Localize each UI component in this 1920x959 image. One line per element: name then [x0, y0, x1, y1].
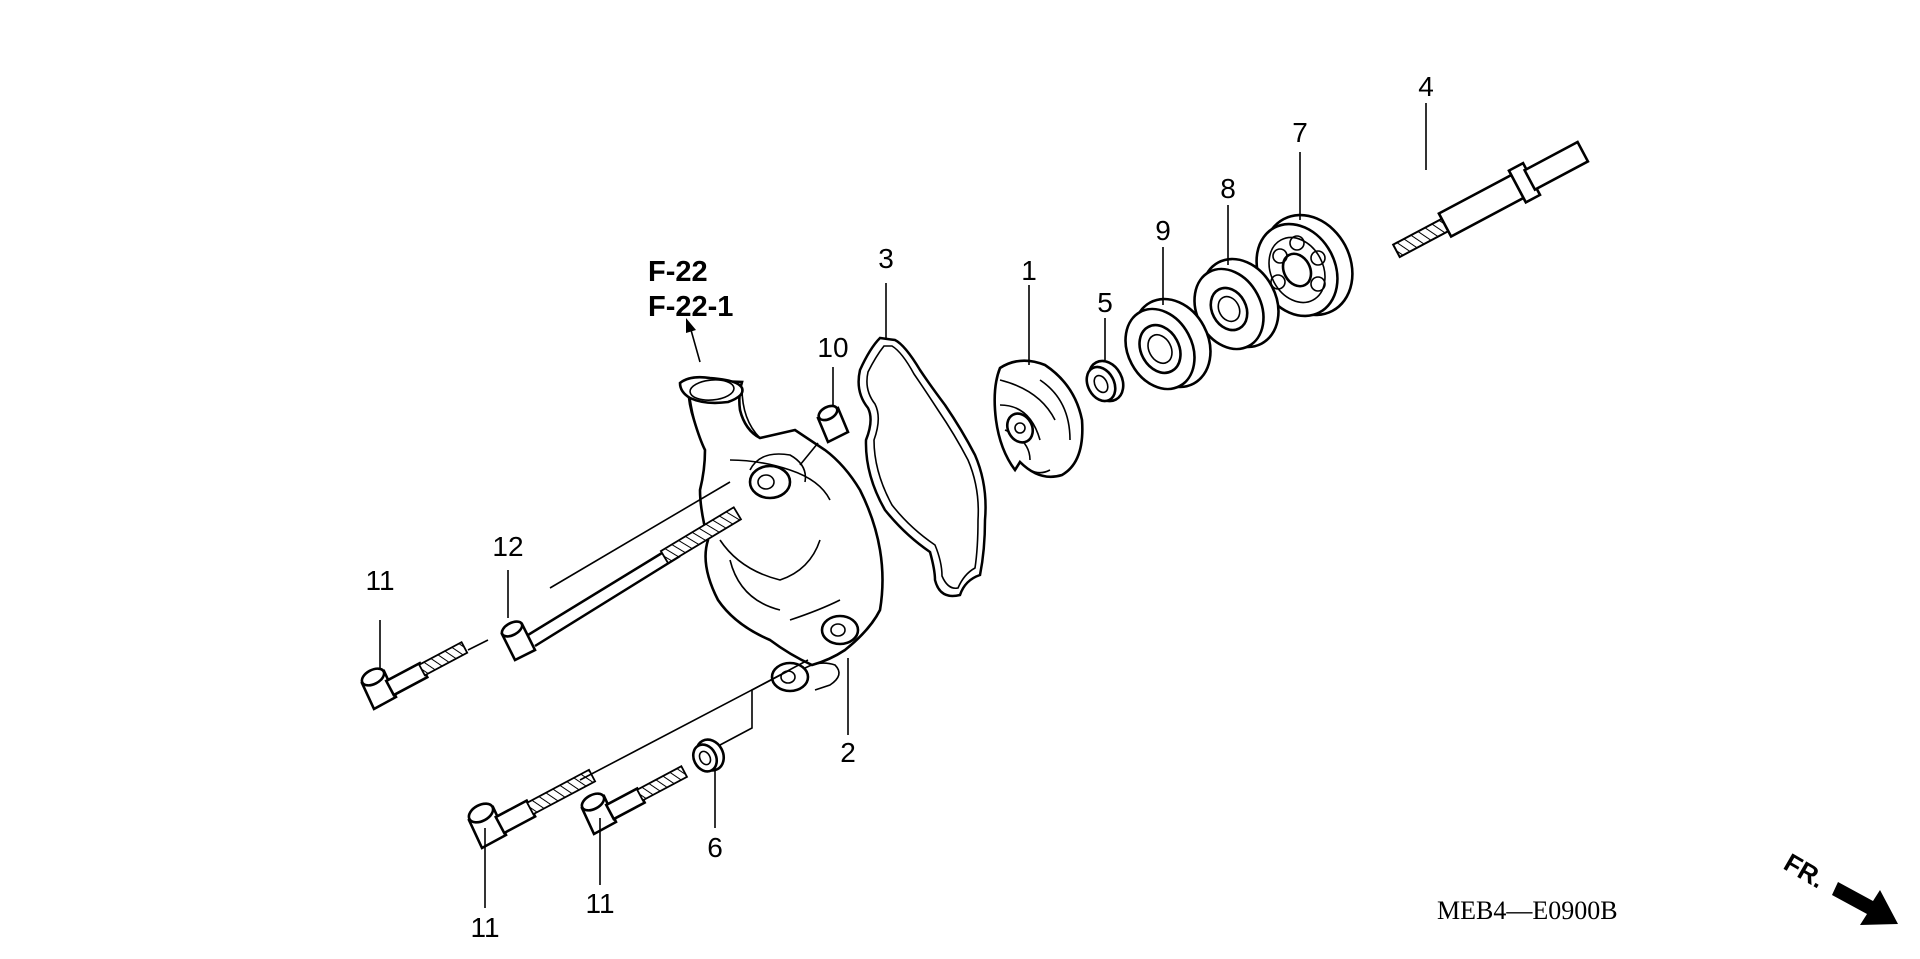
drawing-code: MEB4—E0900B — [1437, 896, 1618, 925]
front-direction-indicator: FR. — [1779, 847, 1898, 925]
front-arrow-icon — [1832, 882, 1898, 925]
callout-5: 5 — [1097, 287, 1113, 318]
pump-shaft — [1391, 140, 1590, 259]
callout-11: 11 — [470, 912, 499, 943]
callout-7: 7 — [1292, 117, 1308, 148]
seal-9 — [1124, 297, 1212, 391]
callout-6: 6 — [707, 832, 723, 863]
pump-cover — [678, 375, 884, 693]
reference-label[interactable]: F-22 — [648, 256, 708, 288]
callout-2: 2 — [840, 737, 856, 768]
callout-10: 10 — [817, 332, 848, 363]
seal-8 — [1193, 257, 1280, 351]
dowel-pin — [816, 404, 850, 444]
reference-arrow — [686, 318, 701, 363]
bolt-11-bottom-left — [467, 768, 597, 850]
leader-lines — [379, 103, 1427, 908]
bearing-7 — [1255, 213, 1354, 318]
impeller — [993, 359, 1084, 479]
washer-6 — [691, 738, 726, 773]
callout-1: 1 — [1021, 255, 1037, 286]
bolt-11-bottom-right — [580, 765, 689, 836]
washer-5 — [1085, 359, 1125, 403]
gasket — [857, 336, 987, 598]
reference-label[interactable]: F-22-1 — [648, 291, 733, 323]
front-label: FR. — [1779, 847, 1830, 894]
callout-11: 11 — [365, 565, 394, 596]
callout-12: 12 — [492, 531, 523, 562]
assembly-lines — [467, 442, 819, 781]
callout-4: 4 — [1418, 71, 1434, 102]
long-bolt-12 — [500, 481, 743, 662]
callout-9: 9 — [1155, 215, 1171, 246]
callout-3: 3 — [878, 243, 894, 274]
bolt-11-left — [360, 640, 469, 711]
callout-11: 11 — [585, 888, 614, 919]
callout-8: 8 — [1220, 173, 1236, 204]
